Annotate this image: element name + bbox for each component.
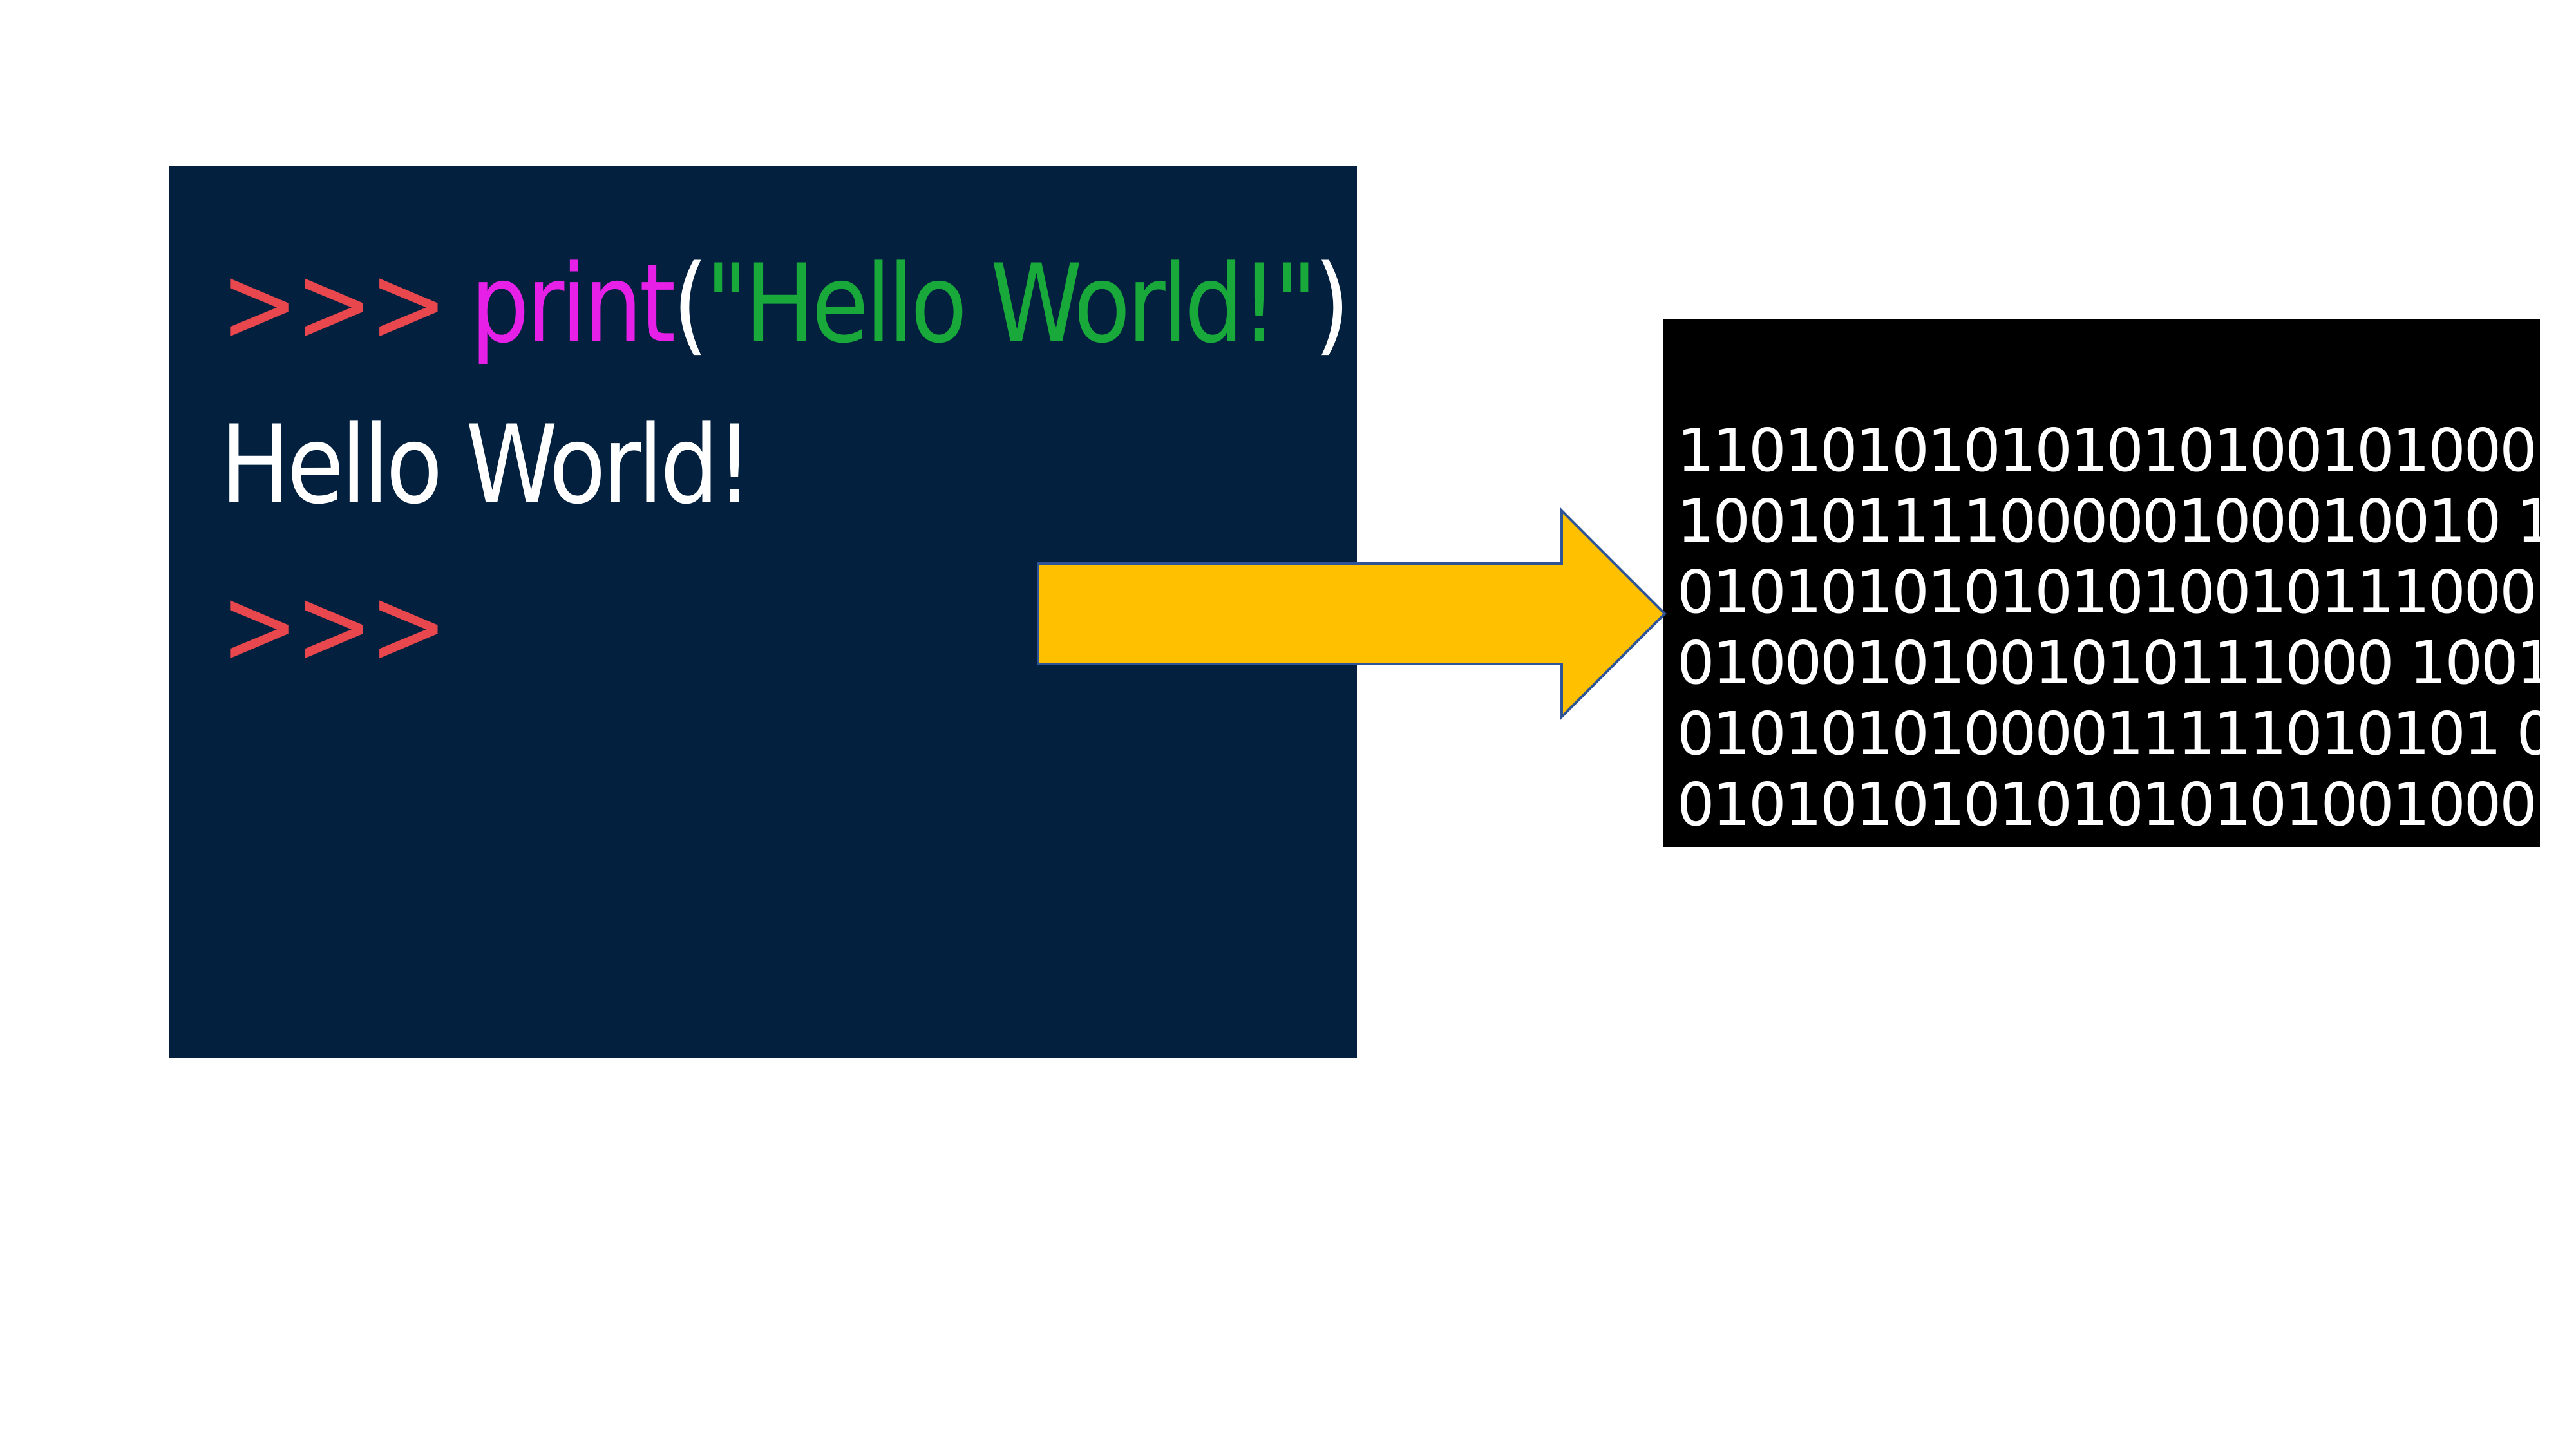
- binary-text: 11010101010101010010100010 1001011110000…: [1677, 415, 2576, 840]
- binary-row: 11010101010101010010100010: [1677, 416, 2576, 485]
- code-line-print: >>> print("Hello World!"): [220, 250, 1350, 358]
- arrow-shape: [1037, 507, 1667, 720]
- console-prompt-empty: >>>: [220, 563, 448, 689]
- close-paren: ): [1314, 241, 1350, 367]
- binary-row: 10010111100000100010010 1: [1677, 487, 2554, 556]
- binary-row: 01010101000011111010101 0: [1677, 699, 2554, 768]
- binary-code-panel: 11010101010101010010100010 1001011110000…: [1663, 319, 2576, 847]
- code-line-prompt: >>>: [220, 572, 448, 680]
- string-literal: "Hello World!": [705, 241, 1317, 367]
- right-arrow-icon: [1037, 507, 1667, 720]
- open-paren: (: [672, 241, 708, 367]
- binary-row: 01000101001010111000 1001: [1677, 629, 2554, 697]
- binary-row: 01010101010101001011100011: [1677, 558, 2576, 627]
- code-line-output: Hello World!: [220, 411, 753, 519]
- console-prompt: >>>: [220, 241, 471, 367]
- console-output: Hello World!: [220, 402, 753, 528]
- print-function: print: [470, 241, 676, 367]
- binary-row: 01010101010101010100100011: [1677, 770, 2576, 839]
